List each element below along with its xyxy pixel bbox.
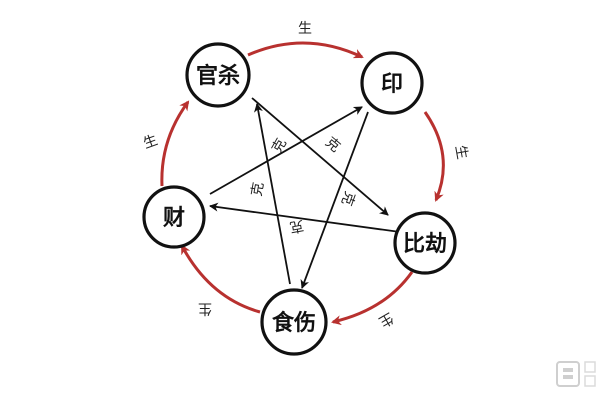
label-sheng-left: 生	[141, 132, 160, 152]
node-cai: 财	[142, 185, 206, 249]
node-shishang-label: 食伤	[272, 310, 316, 336]
watermark-logo	[556, 361, 596, 387]
node-cai-circle	[142, 185, 206, 249]
node-guansha-circle	[185, 42, 251, 108]
line-bijie-to-cai	[209, 202, 401, 233]
line-yin-to-shishang	[300, 111, 369, 289]
generate-labels: 生 生 生 生 生	[141, 21, 470, 330]
arc-cai-to-guansha	[160, 100, 190, 187]
label-sheng-right: 生	[452, 144, 470, 161]
arc-yin-to-bijie	[423, 111, 445, 202]
label-ke-left: 克	[249, 181, 267, 198]
node-bijie-circle	[393, 211, 457, 275]
node-guansha: 官杀	[185, 42, 251, 108]
node-bijie-label: 比劫	[403, 231, 447, 257]
node-yin: 印	[360, 51, 424, 115]
node-guansha-label: 官杀	[196, 63, 240, 89]
generating-cycle	[160, 41, 445, 326]
label-ke-upper-right: 克	[322, 134, 343, 155]
node-shishang-circle	[260, 288, 328, 356]
node-yin-circle	[360, 51, 424, 115]
node-bijie: 比劫	[393, 211, 457, 275]
line-shishang-to-guansha	[254, 103, 291, 285]
node-yin-label: 印	[381, 72, 403, 97]
arc-shishang-to-cai	[180, 244, 261, 314]
label-sheng-bottom-right: 生	[376, 309, 396, 330]
node-shishang: 食伤	[260, 288, 328, 356]
node-cai-label: 财	[163, 206, 185, 231]
line-cai-to-yin	[209, 106, 363, 195]
label-ke-bottom: 克	[288, 217, 305, 235]
label-ke-right: 克	[338, 189, 358, 208]
arc-bijie-to-shishang	[331, 271, 414, 326]
arc-guansha-to-yin	[247, 41, 364, 59]
line-guansha-to-bijie	[251, 97, 389, 216]
controlling-star	[209, 97, 401, 289]
label-ke-upper-left: 克	[269, 136, 290, 156]
label-sheng-bottom-left: 生	[198, 300, 212, 316]
label-sheng-top: 生	[298, 21, 312, 37]
